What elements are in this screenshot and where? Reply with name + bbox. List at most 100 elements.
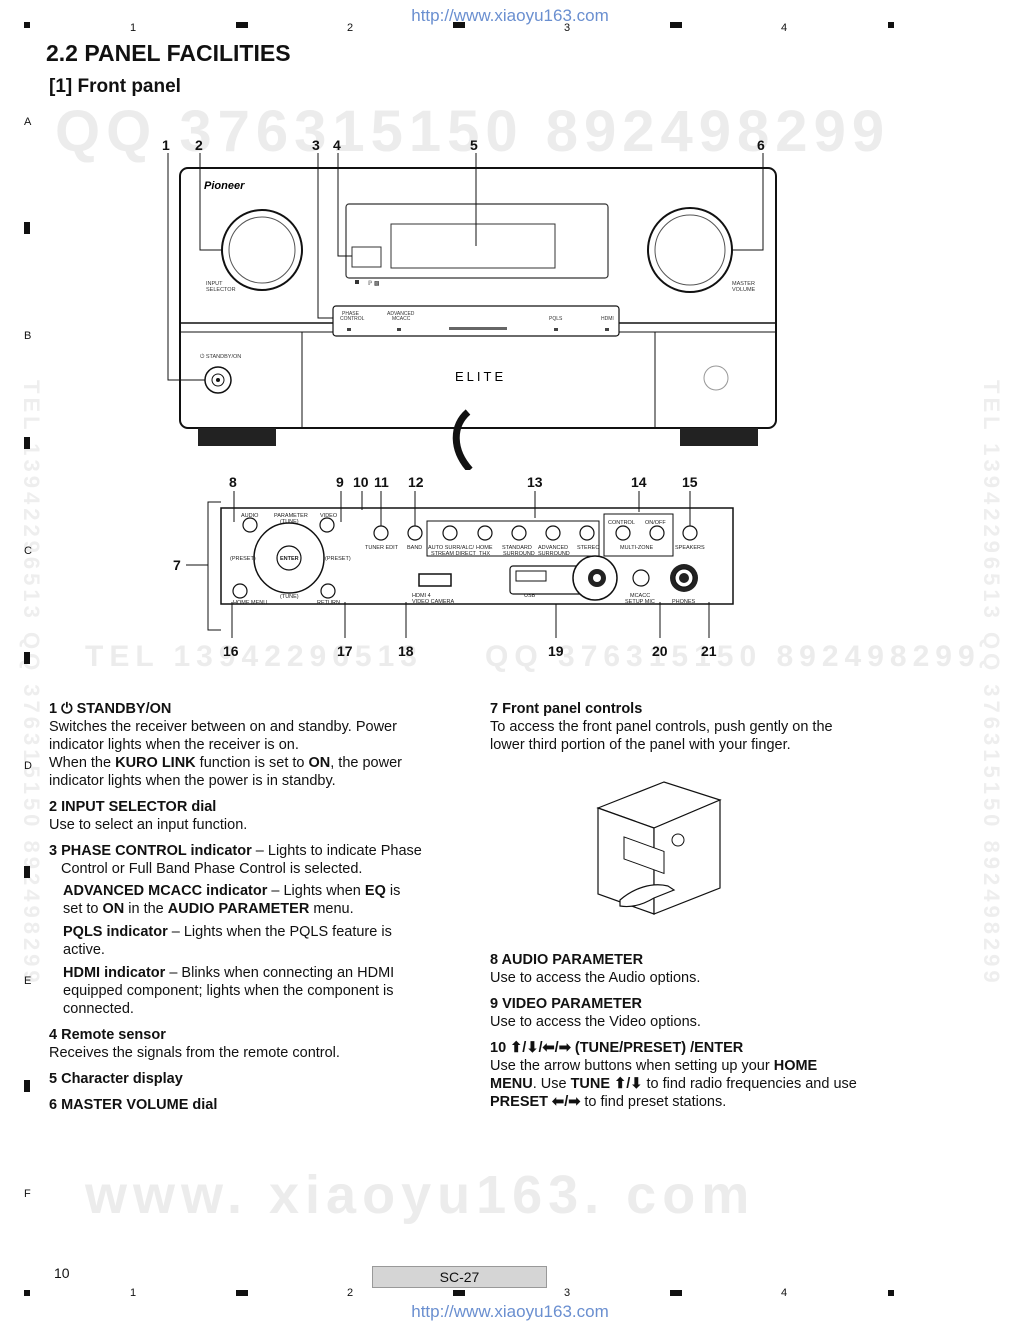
- auto-surr-label-1: AUTO SURR/ALC/: [428, 545, 475, 551]
- ruler-row-e: E: [24, 975, 32, 987]
- item-7-line-1: To access the front panel controls, push…: [490, 719, 833, 735]
- callout-3: 3: [312, 137, 320, 153]
- receiver-front-illustration: 1 2 3 4 5 6 Pioneer ℙ ▩ INPUT SELECTOR M…: [162, 137, 777, 470]
- ruler-mark: [236, 1290, 248, 1296]
- ruler-mark: [24, 1080, 30, 1092]
- advanced-label-2: SURROUND: [538, 551, 570, 557]
- item-5-head: 5 Character display: [49, 1071, 183, 1087]
- callout-20: 20: [652, 643, 668, 659]
- band-label: BAND: [407, 545, 422, 551]
- ruler-mark: [888, 1290, 894, 1296]
- ruler-mark: [24, 22, 30, 28]
- ruler-col-2: 2: [347, 1287, 354, 1299]
- indicator-advanced-1: ADVANCED: [387, 311, 415, 317]
- ruler-row-c: C: [24, 545, 32, 557]
- video-label: VIDEO: [320, 513, 338, 519]
- ruler-row-b: B: [24, 330, 32, 342]
- ruler-mark: [888, 22, 894, 28]
- callout-15: 15: [682, 474, 698, 490]
- usb-label: USB: [524, 593, 536, 599]
- item-2-head: 2 INPUT SELECTOR dial: [49, 799, 217, 815]
- callout-18: 18: [398, 643, 414, 659]
- home-thx-label-2: THX: [479, 551, 490, 557]
- hdmi-line-3: connected.: [63, 1001, 134, 1017]
- callout-16: 16: [223, 643, 239, 659]
- mcacc-label-1: MCACC: [630, 593, 650, 599]
- hdmi4-label-1: HDMI 4: [412, 593, 431, 599]
- auto-surr-label-2: STREAM DIRECT: [431, 551, 477, 557]
- standard-label-1: STANDARD: [502, 545, 532, 551]
- item-3-line-1: 3 PHASE CONTROL indicator – Lights to in…: [49, 843, 422, 859]
- indicator-phase-1: PHASE: [342, 311, 360, 317]
- phones-label: PHONES: [672, 599, 696, 605]
- master-volume-label-2: VOLUME: [732, 287, 756, 293]
- section-title: 2.2 PANEL FACILITIES: [46, 40, 291, 66]
- advanced-label-1: ADVANCED: [538, 545, 568, 551]
- ruler-row-d: D: [24, 760, 32, 772]
- right-column-top: 7 Front panel controls To access the fro…: [490, 700, 890, 754]
- footer-url[interactable]: http://www.xiaoyu163.com: [411, 1302, 609, 1321]
- watermark-qq2: QQ 376315150 892498299: [485, 640, 981, 673]
- item-10-line-3: PRESET ⬅/➡ to find preset stations.: [490, 1094, 727, 1110]
- item-8-head: 8 AUDIO PARAMETER: [490, 952, 644, 968]
- mcacc-label-2: SETUP MIC: [625, 599, 655, 605]
- header-url[interactable]: http://www.xiaoyu163.com: [411, 6, 609, 25]
- home-thx-label-1: HOME: [476, 545, 493, 551]
- item-1-line-1: Switches the receiver between on and sta…: [49, 719, 397, 735]
- ruler-row-f: F: [24, 1188, 31, 1200]
- multi-zone-label: MULTI-ZONE: [620, 545, 654, 551]
- model-label: SC-27: [372, 1266, 547, 1288]
- hdmi-line-1: HDMI indicator – Blinks when connecting …: [63, 965, 395, 981]
- ruler-mark: [24, 222, 30, 234]
- parameter-label: PARAMETER: [274, 513, 308, 519]
- callout-9: 9: [336, 474, 344, 490]
- ruler-mark: [24, 652, 30, 664]
- left-column: 1 ⏻ STANDBY/ON Switches the receiver bet…: [49, 700, 459, 1114]
- ruler-mark: [453, 22, 465, 28]
- ruler-mark: [24, 437, 30, 449]
- callout-14: 14: [631, 474, 647, 490]
- audio-label: AUDIO: [241, 513, 259, 519]
- control-label: CONTROL: [608, 520, 635, 526]
- hand-pushing-panel-illustration: [596, 781, 722, 915]
- watermark-qq: QQ 376315150 892498299: [55, 99, 891, 164]
- item-4-line: Receives the signals from the remote con…: [49, 1045, 340, 1061]
- ruler-mark: [24, 866, 30, 878]
- standard-label-2: SURROUND: [503, 551, 535, 557]
- enter-label: ENTER: [280, 556, 299, 562]
- callout-13: 13: [527, 474, 543, 490]
- tuner-edit-label: TUNER EDIT: [365, 545, 399, 551]
- speakers-label: SPEAKERS: [675, 545, 705, 551]
- item-9-line: Use to access the Video options.: [490, 1014, 701, 1030]
- stereo-label: STEREO: [577, 545, 600, 551]
- indicator-pqls: PQLS: [549, 316, 563, 322]
- item-2-line: Use to select an input function.: [49, 817, 248, 833]
- callout-12: 12: [408, 474, 424, 490]
- ruler-mark: [453, 1290, 465, 1296]
- callout-11: 11: [374, 474, 389, 490]
- indicator-advanced-2: MCACC: [392, 316, 411, 322]
- preset-left-label: (PRESET): [230, 556, 256, 562]
- ruler-row-a: A: [24, 116, 32, 128]
- page-number: 10: [54, 1265, 70, 1281]
- ruler-col-2: 2: [347, 22, 354, 34]
- pqls-line-1: PQLS indicator – Lights when the PQLS fe…: [63, 924, 392, 940]
- item-10-line-1: Use the arrow buttons when setting up yo…: [490, 1058, 818, 1074]
- watermark-www: www. xiaoyu163. com: [85, 1165, 756, 1225]
- mcacc-line-2: set to ON in the AUDIO PARAMETER menu.: [63, 901, 354, 917]
- input-selector-label-2: SELECTOR: [206, 287, 236, 293]
- return-label: RETURN: [317, 600, 340, 606]
- item-10-line-2: MENU. Use TUNE ⬆/⬇ to find radio frequen…: [490, 1076, 857, 1092]
- item-7-line-2: lower third portion of the panel with yo…: [490, 737, 791, 753]
- front-panel-controls-diagram: 8 9 10 11 12 13 14 15 7 16 17 18 19 20 2…: [173, 474, 734, 659]
- callout-8: 8: [229, 474, 237, 490]
- standby-label: ⏻ STANDBY/ON: [200, 353, 241, 360]
- right-column-bottom: 8 AUDIO PARAMETER Use to access the Audi…: [490, 951, 890, 1111]
- callout-1: 1: [162, 137, 170, 153]
- input-selector-label-1: INPUT: [206, 281, 223, 287]
- indicator-phase-2: CONTROL: [340, 316, 365, 322]
- item-7-head: 7 Front panel controls: [490, 701, 643, 717]
- svg-text:ℙ ▩: ℙ ▩: [368, 280, 380, 287]
- watermark-tel: TEL 13942296513: [85, 640, 423, 673]
- ruler-col-3: 3: [564, 1287, 571, 1299]
